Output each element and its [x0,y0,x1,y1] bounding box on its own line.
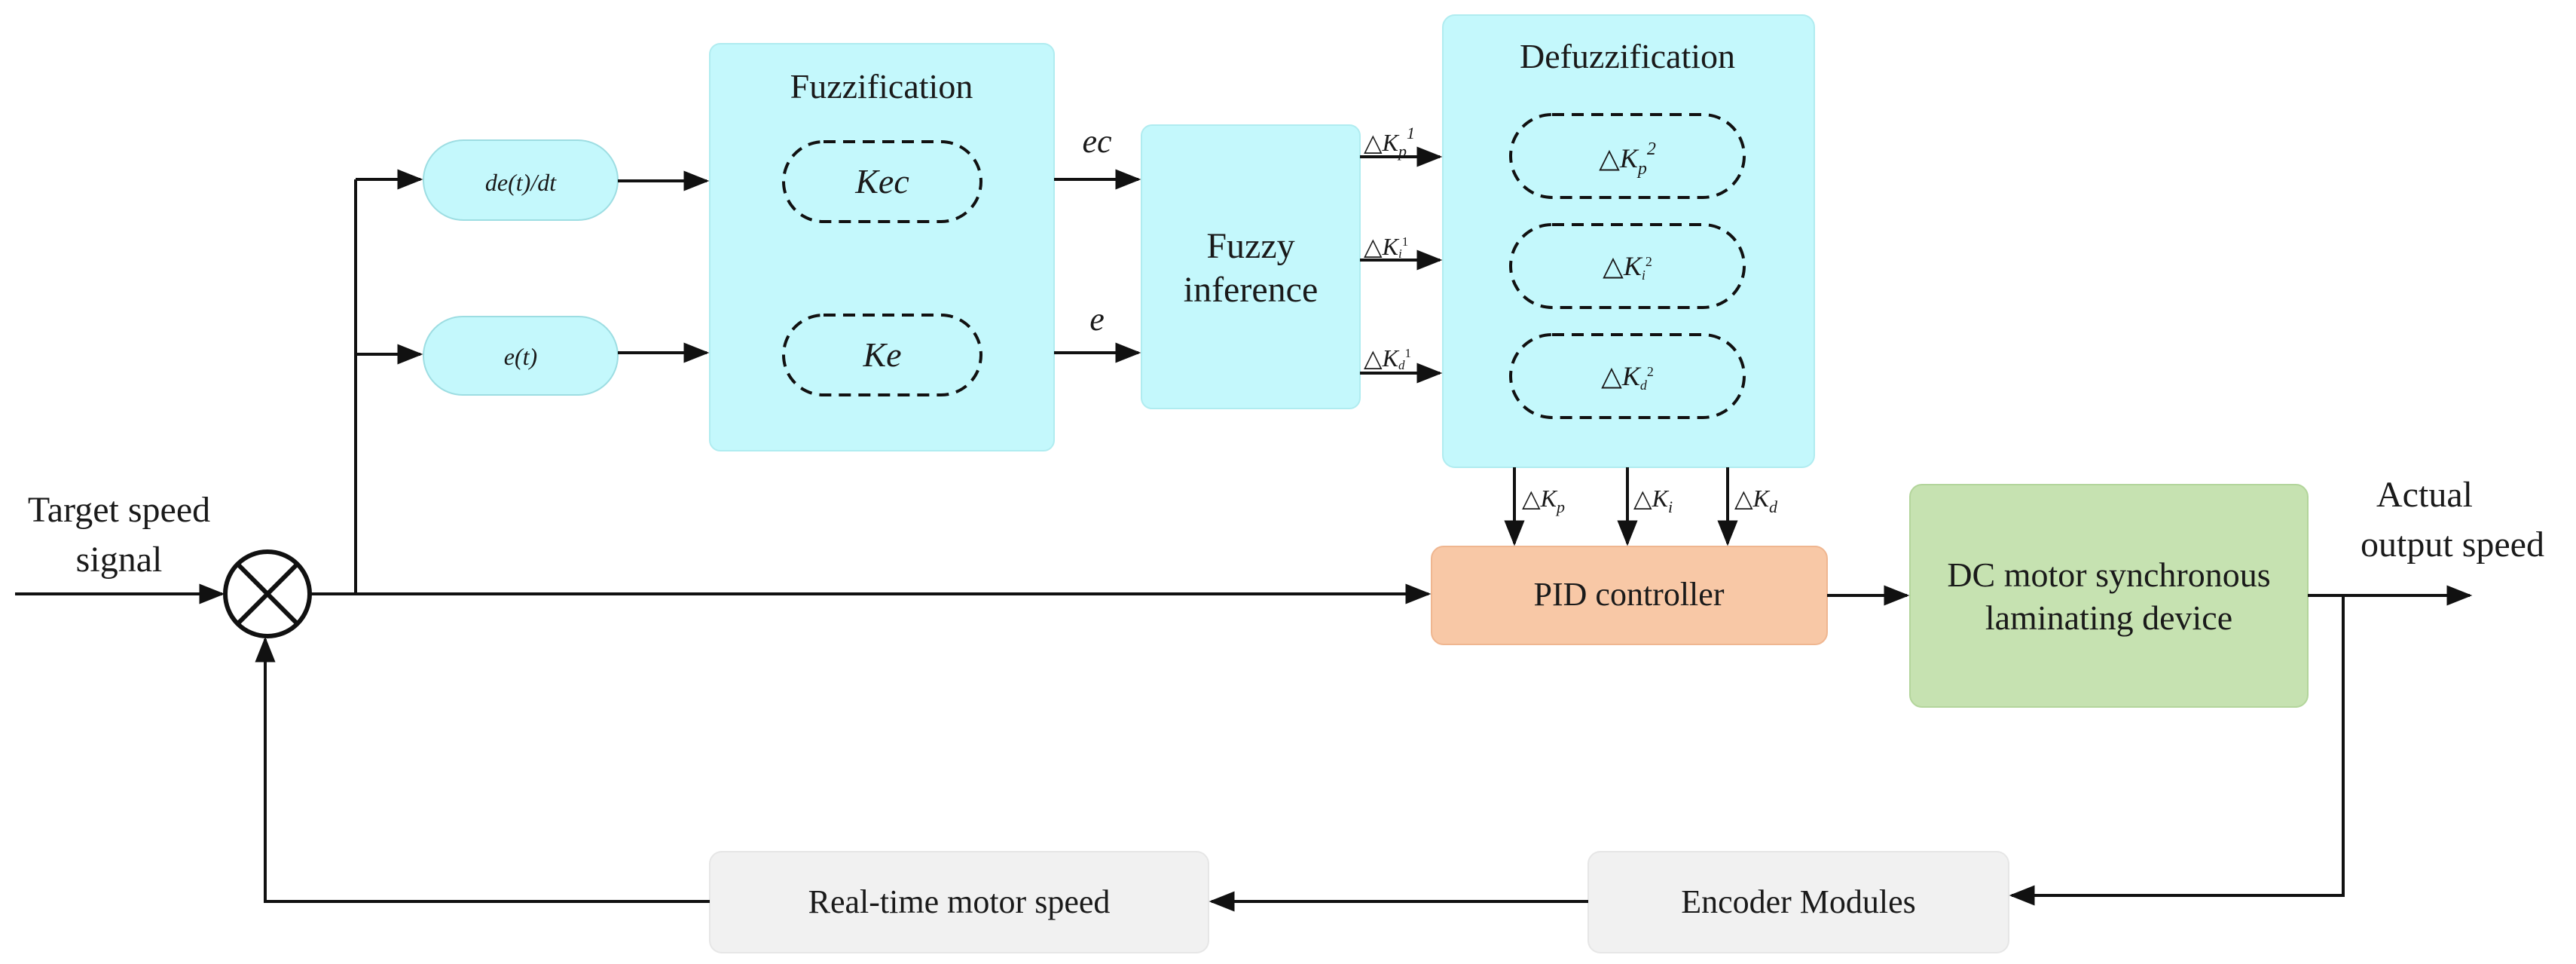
defuzz-kd-label: △Kd2 [1601,361,1654,393]
summing-junction [223,549,312,638]
defuzz-kd-node [1509,333,1746,419]
encoder-label: Encoder Modules [1681,883,1916,920]
inference-line-1: Fuzzy [1206,226,1294,266]
defuzz-ki-label: △Ki2 [1603,251,1652,283]
defuzz-kp-node [1509,113,1746,199]
ke-node [782,314,982,396]
ki1-label: △Ki1 [1364,233,1408,261]
kec-node [782,140,982,223]
kd1-label: △Kd1 [1364,344,1411,372]
fuzzification-title: Fuzzification [790,67,973,106]
derivative-label: de(t)/dt [485,169,557,196]
input-label-line-1: Target speed [28,490,210,530]
plant-line-1: DC motor synchronous [1947,555,2270,594]
ki-label: △Ki [1633,485,1673,516]
defuzz-kp-label: △Kp2 [1599,139,1656,179]
error-block [423,316,619,396]
error-label: e(t) [504,343,537,370]
output-to-encoder-line [2009,595,2345,906]
ec-signal-label: ec [1082,123,1112,160]
defuzzification-block [1442,14,1815,468]
plant-block [1909,484,2309,708]
plant-line-2: laminating device [1985,598,2232,637]
fuzzification-block [709,43,1055,451]
defuzzification-title: Defuzzification [1520,37,1735,75]
fuzzy-inference-block [1141,124,1361,409]
defuzz-ki-node [1509,223,1746,309]
pid-controller-label: PID controller [1534,576,1725,613]
kec-label: Kec [854,162,909,200]
output-label-line-1: Actual [2376,475,2473,515]
e-signal-label: e [1089,301,1105,338]
output-label-line-2: output speed [2361,525,2544,565]
kp1-label: △Kp1 [1364,124,1415,161]
kd-label: △Kd [1734,485,1778,516]
ke-label: Ke [862,335,901,374]
inference-line-2: inference [1184,270,1319,310]
kp-label: △Kp [1522,485,1565,516]
input-label-line-2: signal [76,540,163,580]
feedback-label: Real-time motor speed [808,883,1111,920]
feedback-to-junction-line [255,636,710,903]
